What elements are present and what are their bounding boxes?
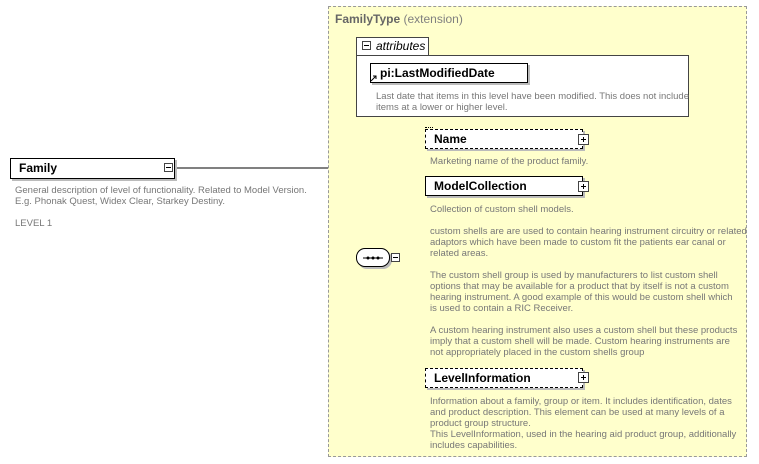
sequence-compositor[interactable] <box>356 248 390 267</box>
family-description: General description of level of function… <box>15 185 307 207</box>
name-expand-button[interactable] <box>578 134 589 145</box>
modelcollection-expand-button[interactable] <box>578 181 589 192</box>
modelcollection-element[interactable]: ModelCollection <box>425 176 583 196</box>
levelinformation-description: Information about a family, group or ite… <box>430 396 737 451</box>
modelcollection-description: Collection of custom shell models. custo… <box>430 204 747 358</box>
name-description: Marketing name of the product family. <box>430 156 589 167</box>
levelinformation-expand-button[interactable] <box>578 372 589 383</box>
name-attribute-marker-icon <box>425 127 433 130</box>
lastmodifieddate-description: Last date that items in this level have … <box>376 91 689 113</box>
attributes-tab[interactable] <box>356 37 429 55</box>
name-element[interactable]: Name <box>425 129 583 149</box>
family-element[interactable]: Family <box>10 158 175 179</box>
attribute-link-icon <box>370 75 377 82</box>
attribute-lastmodifieddate[interactable]: pi:LastModifiedDate <box>370 63 528 83</box>
familytype-title: FamilyType (extension) <box>335 12 463 26</box>
attributes-collapse-button[interactable] <box>362 41 371 50</box>
attributes-tab-label: attributes <box>376 39 426 53</box>
family-element-label: Family <box>19 161 58 175</box>
family-level-label: LEVEL 1 <box>15 218 53 229</box>
sequence-icon <box>363 256 383 260</box>
family-collapse-button[interactable] <box>164 163 173 172</box>
levelinformation-element[interactable]: LevelInformation <box>425 368 583 388</box>
sequence-collapse-button[interactable] <box>391 253 400 262</box>
